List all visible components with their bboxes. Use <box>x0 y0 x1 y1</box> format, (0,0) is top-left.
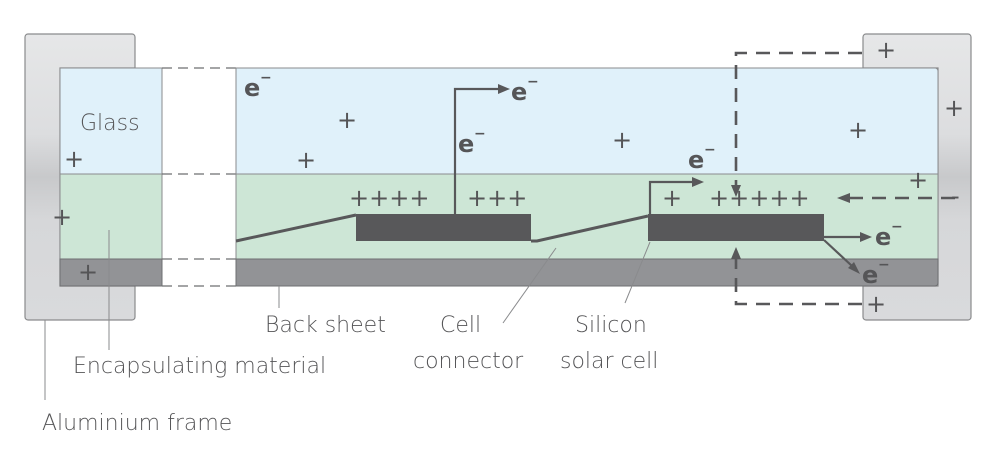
svg-text:+: + <box>908 166 928 194</box>
svg-text:−: − <box>878 257 890 273</box>
right-aluminium-frame <box>862 33 972 321</box>
left-aluminium-frame <box>24 33 136 321</box>
svg-text:-: - <box>951 182 960 210</box>
svg-text:e: e <box>511 78 527 106</box>
svg-text:+: + <box>612 126 632 154</box>
svg-text:+: + <box>296 146 316 174</box>
main-backsheet-layer <box>235 258 939 287</box>
svg-text:+++: +++ <box>467 184 527 212</box>
svg-text:e: e <box>875 223 891 251</box>
svg-text:e: e <box>688 146 704 174</box>
svg-text:+: + <box>64 145 84 173</box>
svg-text:e: e <box>862 261 878 289</box>
break-dashes <box>162 67 236 287</box>
cell-connector-label-2: connector <box>413 349 524 374</box>
aluminium-frame-label: Aluminium frame <box>42 411 232 436</box>
cell-connector-label-1: Cell <box>440 313 481 338</box>
arrow-heads <box>498 84 872 274</box>
svg-text:+: + <box>78 258 98 286</box>
svg-text:+: + <box>866 290 886 318</box>
leakage-current-path <box>734 51 955 306</box>
svg-text:+: + <box>52 203 72 231</box>
cell-connectors <box>235 213 649 243</box>
leader-lines <box>44 230 651 400</box>
svg-text:−: − <box>891 219 903 235</box>
left-backsheet-layer <box>59 258 163 287</box>
silicon-solar-cell-label-2: solar cell <box>560 349 658 374</box>
svg-text:−: − <box>260 70 272 86</box>
svg-text:+: + <box>848 116 868 144</box>
svg-text:++++: ++++ <box>349 184 429 212</box>
positive-charges: + + + + + + + ++++ +++ + +++++ + + + + - <box>52 36 964 318</box>
svg-text:e: e <box>244 74 260 102</box>
encapsulating-material-label: Encapsulating material <box>73 354 326 379</box>
back-sheet-label: Back sheet <box>265 313 386 338</box>
svg-text:+++++: +++++ <box>709 184 810 212</box>
silicon-solar-cell-2 <box>648 214 824 241</box>
left-encapsulant-layer <box>59 173 163 260</box>
svg-text:−: − <box>704 142 716 158</box>
electron-arrows <box>453 87 862 267</box>
main-encapsulant-layer <box>235 173 939 260</box>
electrons: e − e − e − e − e − e − <box>244 70 903 289</box>
svg-text:+: + <box>662 184 682 212</box>
glass-label: Glass <box>80 111 140 136</box>
svg-text:+: + <box>944 94 964 122</box>
dashed-arrow-heads <box>731 185 850 259</box>
svg-text:−: − <box>527 74 539 90</box>
silicon-solar-cell-label-1: Silicon <box>575 313 647 338</box>
svg-text:e: e <box>458 130 474 158</box>
svg-text:+: + <box>876 36 896 64</box>
svg-text:−: − <box>474 126 486 142</box>
left-glass-layer <box>59 67 163 175</box>
silicon-solar-cell-1 <box>356 214 531 241</box>
svg-text:+: + <box>337 106 357 134</box>
